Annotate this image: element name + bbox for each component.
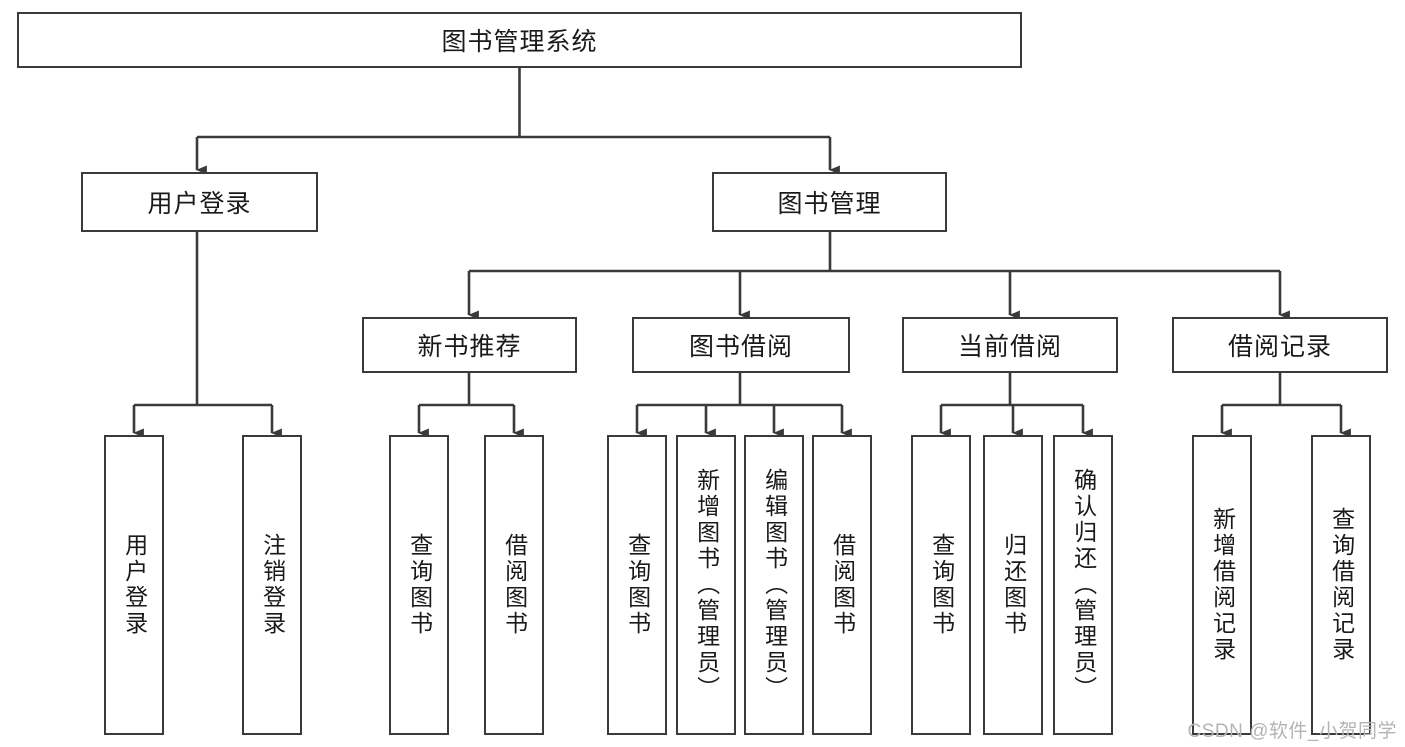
node-book-management[interactable]: 图书管理 bbox=[712, 172, 947, 232]
leaf-add-borrow-record[interactable]: 新增借阅记录 bbox=[1192, 435, 1252, 735]
leaf-add-book-admin[interactable]: 新增图书（管理员） bbox=[676, 435, 736, 735]
leaf-recommend-query-book[interactable]: 查询图书 bbox=[389, 435, 449, 735]
leaf-confirm-return-admin-label: 确认归还（管理员） bbox=[1070, 468, 1097, 702]
node-user-login[interactable]: 用户登录 bbox=[81, 172, 318, 232]
leaf-user-logout[interactable]: 注销登录 bbox=[242, 435, 302, 735]
leaf-query-borrow-record-label: 查询借阅记录 bbox=[1328, 507, 1355, 663]
leaf-recommend-borrow-book[interactable]: 借阅图书 bbox=[484, 435, 544, 735]
leaf-add-book-admin-label: 新增图书（管理员） bbox=[693, 468, 720, 702]
leaf-current-query-book-label: 查询图书 bbox=[928, 533, 955, 637]
node-current-borrow[interactable]: 当前借阅 bbox=[902, 317, 1118, 373]
leaf-borrow-query-book-label: 查询图书 bbox=[624, 533, 651, 637]
leaf-return-book-label: 归还图书 bbox=[1000, 533, 1027, 637]
leaf-borrow-book[interactable]: 借阅图书 bbox=[812, 435, 872, 735]
leaf-current-query-book[interactable]: 查询图书 bbox=[911, 435, 971, 735]
node-root[interactable]: 图书管理系统 bbox=[17, 12, 1022, 68]
leaf-user-login-label: 用户登录 bbox=[121, 533, 148, 637]
leaf-borrow-query-book[interactable]: 查询图书 bbox=[607, 435, 667, 735]
node-current-borrow-label: 当前借阅 bbox=[957, 333, 1062, 361]
leaf-return-book[interactable]: 归还图书 bbox=[983, 435, 1043, 735]
node-borrow-record[interactable]: 借阅记录 bbox=[1172, 317, 1388, 373]
node-user-login-label: 用户登录 bbox=[147, 190, 252, 218]
node-new-book-recommend-label: 新书推荐 bbox=[417, 333, 522, 361]
node-new-book-recommend[interactable]: 新书推荐 bbox=[362, 317, 577, 373]
node-book-management-label: 图书管理 bbox=[777, 190, 882, 218]
leaf-edit-book-admin[interactable]: 编辑图书（管理员） bbox=[744, 435, 804, 735]
watermark: CSDN @软件_小贺同学 bbox=[1187, 721, 1397, 742]
leaf-edit-book-admin-label: 编辑图书（管理员） bbox=[761, 468, 788, 702]
leaf-borrow-book-label: 借阅图书 bbox=[829, 533, 856, 637]
leaf-recommend-query-book-label: 查询图书 bbox=[406, 533, 433, 637]
node-book-borrow-label: 图书借阅 bbox=[688, 333, 793, 361]
leaf-user-logout-label: 注销登录 bbox=[259, 533, 286, 637]
leaf-user-login[interactable]: 用户登录 bbox=[104, 435, 164, 735]
node-borrow-record-label: 借阅记录 bbox=[1227, 333, 1332, 361]
leaf-add-borrow-record-label: 新增借阅记录 bbox=[1209, 507, 1236, 663]
leaf-recommend-borrow-book-label: 借阅图书 bbox=[501, 533, 528, 637]
leaf-query-borrow-record[interactable]: 查询借阅记录 bbox=[1311, 435, 1371, 735]
node-book-borrow[interactable]: 图书借阅 bbox=[632, 317, 850, 373]
leaf-confirm-return-admin[interactable]: 确认归还（管理员） bbox=[1053, 435, 1113, 735]
node-root-label: 图书管理系统 bbox=[441, 28, 598, 56]
